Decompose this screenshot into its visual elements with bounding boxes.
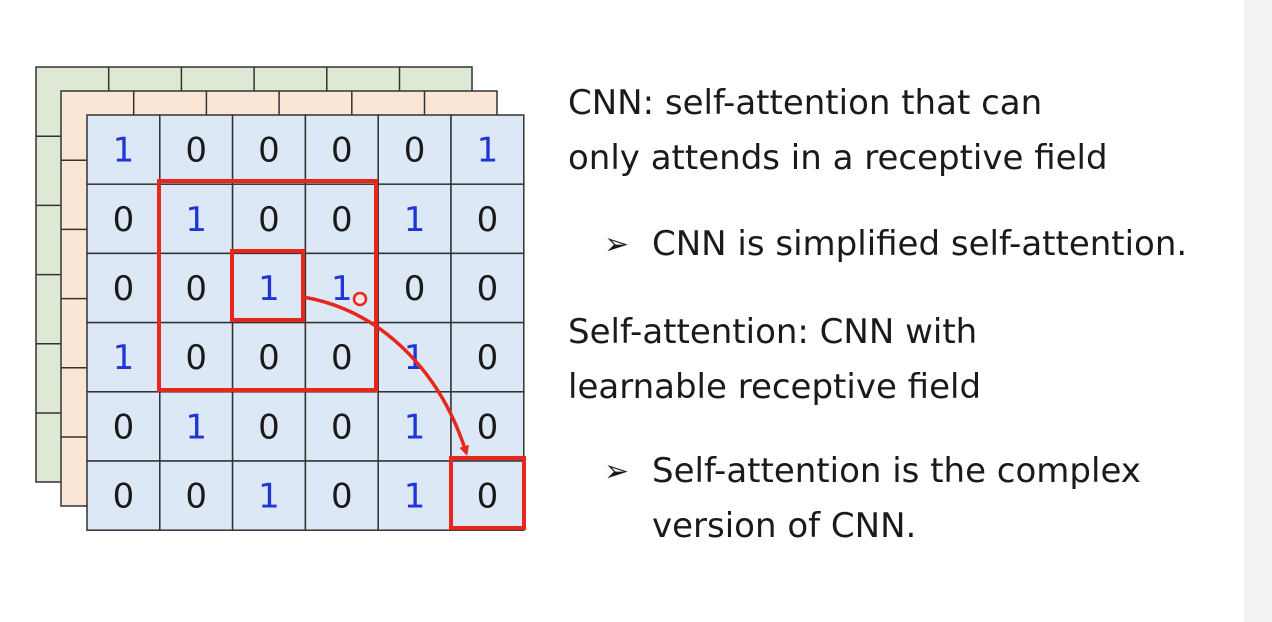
- matrix-cell: [304, 183, 379, 255]
- matrix-cell-value: 0: [185, 477, 207, 517]
- matrix-cell: [159, 460, 234, 531]
- matrix-cell-value: 1: [258, 269, 280, 309]
- matrix-cell-value: 0: [331, 477, 353, 517]
- matrix-cell-value: 0: [258, 131, 280, 171]
- matrix-cell-value: 0: [331, 131, 353, 171]
- matrix-cell: [377, 460, 452, 531]
- matrix-cell-value: 0: [404, 131, 426, 171]
- matrix-cell-value: 0: [477, 338, 499, 378]
- matrix-cell-value: 1: [477, 131, 499, 171]
- matrix-cell: [450, 252, 525, 324]
- matrix-cell: [304, 252, 379, 324]
- matrix-cell-value: 0: [113, 407, 135, 447]
- bullet-self-attention-complex-line1: Self-attention is the complex: [652, 451, 1141, 491]
- matrix-cell-value: 1: [331, 269, 353, 309]
- matrix-cell-value: 0: [331, 200, 353, 240]
- output-cell-box: [449, 456, 526, 530]
- cnn-definition-line1: CNN: self-attention that can: [568, 83, 1043, 123]
- matrix-cell-value: 1: [404, 407, 426, 447]
- matrix-cell: [159, 183, 234, 255]
- matrix-cell: [377, 183, 452, 255]
- center-cell-box: [230, 249, 305, 322]
- matrix-cell: [86, 460, 161, 531]
- receptive-field-box: [157, 179, 378, 392]
- pointer-dot: [352, 291, 368, 307]
- matrix-cell-value: 0: [258, 200, 280, 240]
- matrix-cell-value: 0: [477, 477, 499, 517]
- matrix-cell-value: 0: [404, 269, 426, 309]
- side-scroll-strip: [1244, 0, 1272, 622]
- matrix-cell: [159, 252, 234, 324]
- matrix-cell: [450, 321, 525, 393]
- matrix-cell-value: 0: [477, 200, 499, 240]
- matrix-cell-value: 1: [404, 477, 426, 517]
- matrix-cell-value: 0: [331, 407, 353, 447]
- bullet-arrow-icon: ➢: [604, 227, 630, 262]
- matrix-cell-value: 1: [113, 338, 135, 378]
- matrix-cell-value: 0: [185, 131, 207, 171]
- matrix-cell-value: 0: [258, 407, 280, 447]
- matrix-cell-value: 0: [113, 200, 135, 240]
- matrix-cell: [450, 183, 525, 255]
- cnn-definition-line2: only attends in a receptive field: [568, 138, 1108, 178]
- matrix-cell-value: 0: [477, 269, 499, 309]
- matrix-cell-value: 0: [258, 338, 280, 378]
- matrix-cell: [86, 114, 161, 185]
- matrix-cell-value: 1: [258, 477, 280, 517]
- matrix-cell: [231, 460, 307, 531]
- matrix-cell: [450, 460, 525, 531]
- matrix-cell-value: 1: [185, 407, 207, 447]
- matrix-cell: [450, 114, 525, 185]
- matrix-cell-value: 1: [404, 200, 426, 240]
- self-attention-definition-line2: learnable receptive field: [568, 367, 982, 407]
- bullet-self-attention-complex-line2: version of CNN.: [652, 506, 917, 546]
- matrix-cell-value: 1: [185, 200, 207, 240]
- mapping-arrow: [302, 295, 469, 456]
- bullet-arrow-icon: ➢: [604, 454, 630, 489]
- matrix-cell: [377, 391, 452, 462]
- matrix-cell: [377, 321, 452, 393]
- matrix-cell-value: 0: [477, 407, 499, 447]
- matrix-cell-value: 0: [113, 477, 135, 517]
- matrix-cell: [231, 183, 307, 255]
- matrix-cell-value: 0: [185, 269, 207, 309]
- matrix-cell: [304, 460, 379, 531]
- self-attention-definition-line1: Self-attention: CNN with: [568, 312, 978, 352]
- matrix-cell-value: 0: [331, 338, 353, 378]
- matrix-cell-value: 1: [113, 131, 135, 171]
- matrix-cell-value: 0: [185, 338, 207, 378]
- matrix-cell-value: 0: [113, 269, 135, 309]
- bullet-cnn-simplified: CNN is simplified self-attention.: [652, 224, 1188, 264]
